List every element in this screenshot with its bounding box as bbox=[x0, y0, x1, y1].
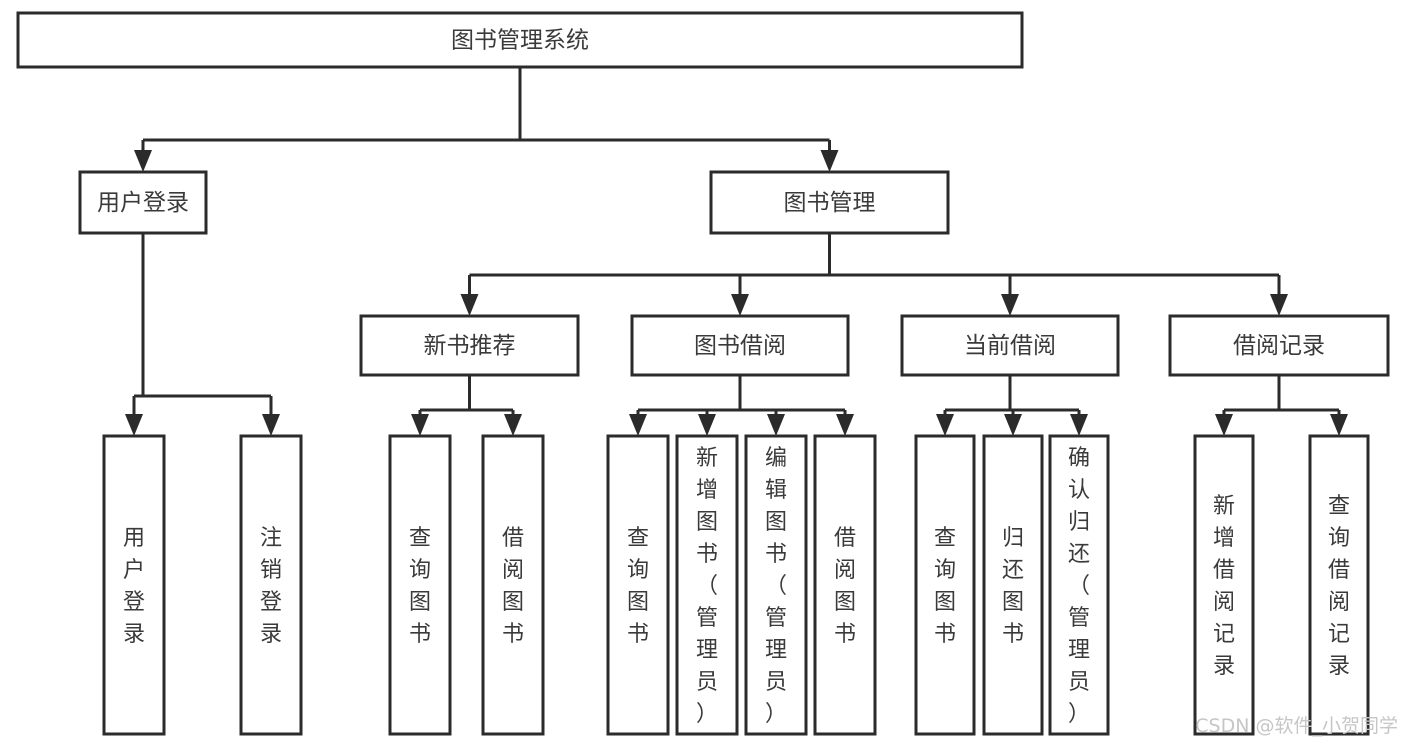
node-label: 新增图书（管理员） bbox=[696, 446, 718, 727]
arrow-head-icon bbox=[767, 414, 785, 436]
node-label: 借阅记录 bbox=[1233, 333, 1325, 359]
nodes-layer: 图书管理系统用户登录图书管理新书推荐图书借阅当前借阅借阅记录用户登录注销登录查询… bbox=[16, 11, 1390, 736]
node-label: 借阅图书 bbox=[834, 526, 856, 647]
node-borrow-record[interactable]: 借阅记录 bbox=[1168, 314, 1390, 377]
node-box bbox=[900, 314, 1120, 377]
edges-layer bbox=[125, 67, 1348, 436]
arrow-head-icon bbox=[1330, 414, 1348, 436]
node-leaf-confirm-return[interactable]: 确认归还（管理员） bbox=[1048, 434, 1110, 736]
node-box bbox=[1308, 434, 1370, 736]
node-box bbox=[1168, 314, 1390, 377]
arrow-head-icon bbox=[731, 294, 749, 316]
node-box bbox=[102, 434, 166, 736]
arrow-head-icon bbox=[1004, 414, 1022, 436]
arrow-head-icon bbox=[125, 414, 143, 436]
node-label: 查询借阅记录 bbox=[1328, 494, 1350, 679]
node-box bbox=[606, 434, 670, 736]
arrow-head-icon bbox=[134, 150, 152, 172]
node-label: 确认归还（管理员） bbox=[1068, 446, 1090, 727]
node-new-book-rec[interactable]: 新书推荐 bbox=[359, 314, 580, 377]
node-box bbox=[16, 11, 1024, 69]
node-box bbox=[359, 314, 580, 377]
node-leaf-add-record[interactable]: 新增借阅记录 bbox=[1193, 434, 1255, 736]
node-label: 用户登录 bbox=[97, 190, 189, 216]
node-box bbox=[388, 434, 452, 736]
arrow-head-icon bbox=[262, 414, 280, 436]
arrow-head-icon bbox=[836, 414, 854, 436]
node-label: 当前借阅 bbox=[964, 333, 1056, 359]
node-box bbox=[675, 434, 739, 736]
node-label: 新增借阅记录 bbox=[1213, 494, 1235, 679]
node-leaf-query-record[interactable]: 查询借阅记录 bbox=[1308, 434, 1370, 736]
node-label: 图书管理 bbox=[784, 190, 876, 216]
node-root[interactable]: 图书管理系统 bbox=[16, 11, 1024, 69]
node-book-borrow[interactable]: 图书借阅 bbox=[630, 314, 850, 377]
node-book-manage[interactable]: 图书管理 bbox=[709, 170, 950, 235]
node-leaf-query-book-1[interactable]: 查询图书 bbox=[388, 434, 452, 736]
node-current-borrow[interactable]: 当前借阅 bbox=[900, 314, 1120, 377]
node-label: 借阅图书 bbox=[502, 526, 524, 647]
arrow-head-icon bbox=[629, 414, 647, 436]
arrow-head-icon bbox=[936, 414, 954, 436]
node-user-login[interactable]: 用户登录 bbox=[78, 170, 208, 235]
arrow-head-icon bbox=[1001, 294, 1019, 316]
node-leaf-logout[interactable]: 注销登录 bbox=[239, 434, 303, 736]
arrow-head-icon bbox=[1070, 414, 1088, 436]
node-label: 注销登录 bbox=[260, 526, 282, 647]
node-label: 归还图书 bbox=[1002, 526, 1024, 647]
node-leaf-add-book[interactable]: 新增图书（管理员） bbox=[675, 434, 739, 736]
arrow-head-icon bbox=[411, 414, 429, 436]
csdn-watermark: CSDN @软件_小贺同学 bbox=[1195, 715, 1398, 737]
node-label: 用户登录 bbox=[123, 526, 145, 647]
node-leaf-borrow-book-1[interactable]: 借阅图书 bbox=[481, 434, 545, 736]
node-box bbox=[813, 434, 877, 736]
node-label: 查询图书 bbox=[934, 526, 956, 647]
node-box bbox=[630, 314, 850, 377]
node-box bbox=[78, 170, 208, 235]
node-box bbox=[1048, 434, 1110, 736]
arrow-head-icon bbox=[504, 414, 522, 436]
node-label: 图书借阅 bbox=[694, 333, 786, 359]
node-box bbox=[239, 434, 303, 736]
node-leaf-borrow-book-2[interactable]: 借阅图书 bbox=[813, 434, 877, 736]
arrow-head-icon bbox=[1270, 294, 1288, 316]
arrow-head-icon bbox=[698, 414, 716, 436]
node-leaf-return-book[interactable]: 归还图书 bbox=[982, 434, 1044, 736]
arrow-head-icon bbox=[820, 150, 839, 172]
node-leaf-query-book-3[interactable]: 查询图书 bbox=[914, 434, 976, 736]
arrow-head-icon bbox=[460, 294, 479, 316]
node-label: 查询图书 bbox=[627, 526, 649, 647]
node-box bbox=[744, 434, 808, 736]
node-box bbox=[481, 434, 545, 736]
node-label: 新书推荐 bbox=[424, 333, 516, 359]
node-box bbox=[1193, 434, 1255, 736]
node-label: 编辑图书（管理员） bbox=[765, 446, 787, 727]
arrow-head-icon bbox=[1215, 414, 1233, 436]
node-label: 图书管理系统 bbox=[451, 28, 589, 54]
node-leaf-edit-book[interactable]: 编辑图书（管理员） bbox=[744, 434, 808, 736]
node-box bbox=[709, 170, 950, 235]
node-label: 查询图书 bbox=[409, 526, 431, 647]
node-leaf-user-login[interactable]: 用户登录 bbox=[102, 434, 166, 736]
node-box bbox=[982, 434, 1044, 736]
node-leaf-query-book-2[interactable]: 查询图书 bbox=[606, 434, 670, 736]
node-box bbox=[914, 434, 976, 736]
